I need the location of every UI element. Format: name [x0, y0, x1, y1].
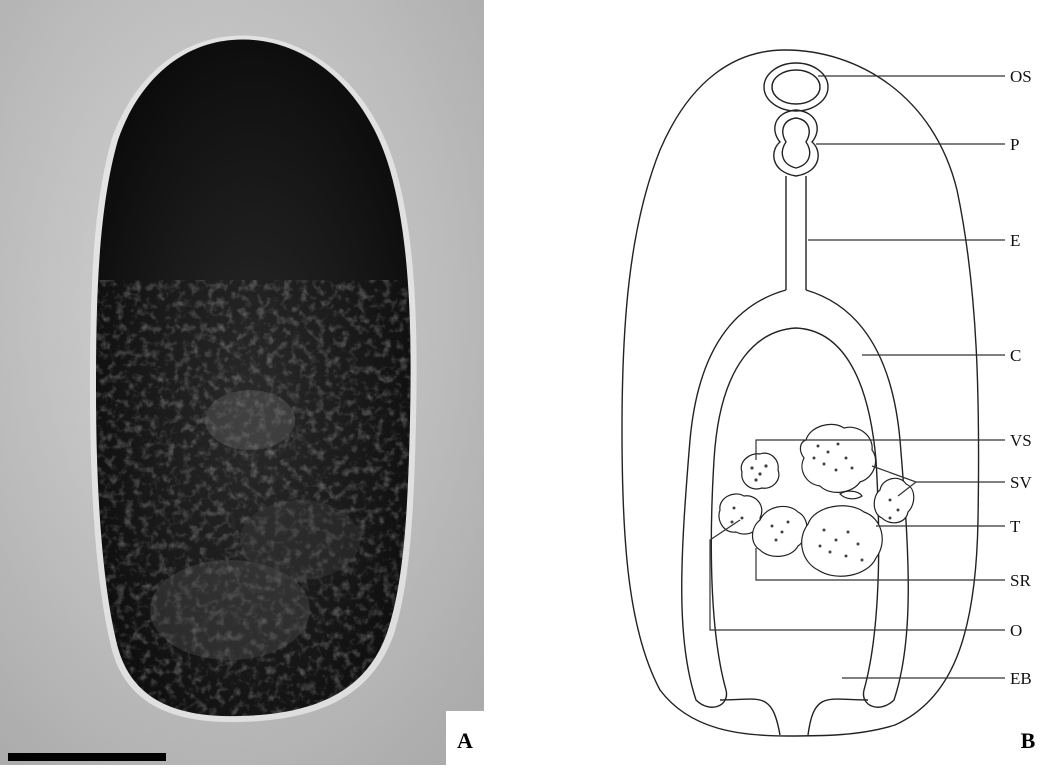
label-vs: VS [1010, 431, 1032, 450]
organs [719, 424, 914, 576]
label-sv: SV [1010, 473, 1032, 492]
label-t: T [1010, 517, 1021, 536]
body-outline [622, 50, 979, 736]
label-o: O [1010, 621, 1022, 640]
micrograph-panel: A [0, 0, 484, 765]
seminal-vesicle [800, 424, 875, 492]
label-eb: EB [1010, 669, 1032, 688]
label-p: P [1010, 135, 1019, 154]
schematic-drawing: OS P E C VS SV T SR O EB B [484, 0, 1059, 765]
excretory-bladder [720, 699, 868, 735]
scale-bar [8, 753, 166, 761]
schematic-panel: OS P E C VS SV T SR O EB B [484, 0, 1059, 765]
esophagus [786, 176, 806, 290]
vitelline-strand [840, 491, 862, 499]
label-sr: SR [1010, 571, 1031, 590]
pharynx [774, 110, 818, 176]
testis-right [802, 506, 883, 576]
seminal-vesicle-2 [874, 478, 914, 522]
micrograph-image: A [0, 0, 484, 765]
panel-a-letter: A [457, 728, 473, 753]
label-os: OS [1010, 67, 1032, 86]
label-c: C [1010, 346, 1021, 365]
vitelline-spot [741, 453, 779, 489]
label-group: OS P E C VS SV T SR O EB [1010, 67, 1032, 688]
panel-b-letter: B [1021, 728, 1036, 753]
label-e: E [1010, 231, 1020, 250]
